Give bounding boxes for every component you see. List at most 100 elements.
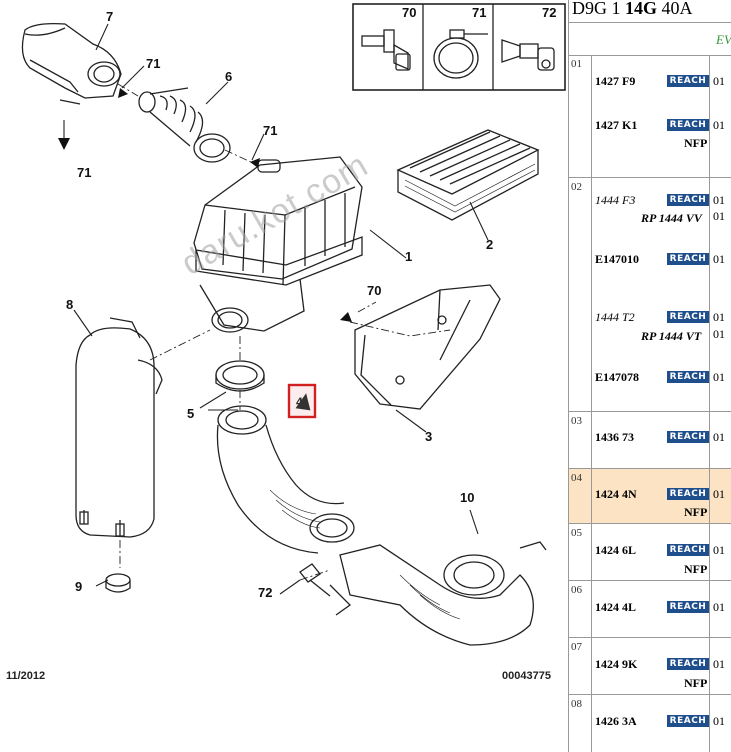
part-ref[interactable]: 1424 4N xyxy=(595,487,637,501)
row-index: 06 xyxy=(571,584,582,596)
part-qty: 01 xyxy=(713,252,725,266)
part-qty: 01 xyxy=(713,327,725,341)
inset-frame xyxy=(352,3,566,91)
part-ref[interactable]: 1427 F9 xyxy=(595,74,636,88)
part-qty: 01 xyxy=(713,657,725,671)
parts-list-panel: D9G 1 14G 40A EV 01 1427 F9 REACH 01 142… xyxy=(568,0,731,752)
part-9-grommet xyxy=(105,573,131,593)
reach-badge: REACH xyxy=(667,544,709,556)
part-5-lower-hose xyxy=(216,405,355,554)
diagram-reference: 00043775 xyxy=(502,670,551,682)
part-row-04-selected[interactable]: 04 1424 4N REACH 01 NFP xyxy=(569,469,731,524)
subheader: EV xyxy=(569,22,731,56)
part-5-seal xyxy=(215,360,265,392)
part-ref[interactable]: 1424 4L xyxy=(595,600,637,614)
part-ref[interactable]: E147010 xyxy=(595,252,640,266)
part-ref[interactable]: 1436 73 xyxy=(595,430,634,444)
part-ref[interactable]: 1424 9K xyxy=(595,657,638,671)
part-qty: 01 xyxy=(713,487,725,501)
diagram-date: 11/2012 xyxy=(6,670,46,682)
part-qty: 01 xyxy=(713,370,725,384)
callout-6[interactable]: 6 xyxy=(225,69,233,84)
part-qty: 01 xyxy=(713,600,725,614)
part-ref[interactable]: RP 1444 VV xyxy=(641,211,702,225)
part-1-filter-box xyxy=(193,156,363,333)
row-index: 03 xyxy=(571,415,582,427)
callout-10[interactable]: 10 xyxy=(460,490,475,505)
callout-5[interactable]: 5 xyxy=(187,406,195,421)
part-qty: 01 xyxy=(713,118,725,132)
part-ref[interactable]: 1444 F3 xyxy=(595,193,636,207)
callout-leaders xyxy=(63,23,489,595)
reach-badge: REACH xyxy=(667,75,709,87)
reach-badge: REACH xyxy=(667,311,709,323)
row-index: 04 xyxy=(571,472,582,484)
part-qty: 01 xyxy=(713,193,725,207)
callout-4[interactable]: 4 xyxy=(296,395,303,409)
callout-8[interactable]: 8 xyxy=(66,297,74,312)
part-8-resonator xyxy=(75,317,163,538)
part-3-bracket xyxy=(354,284,501,410)
row-index: 01 xyxy=(571,58,582,70)
row-index: 08 xyxy=(571,698,582,710)
callout-3[interactable]: 3 xyxy=(425,429,433,444)
part-row-08[interactable]: 08 1426 3A REACH 01 xyxy=(569,695,731,752)
part-6-bellows xyxy=(138,87,231,163)
nfp-note: NFP xyxy=(684,676,708,690)
callout-71-right[interactable]: 71 xyxy=(263,123,278,138)
part-2-filter-element xyxy=(396,129,540,221)
reach-badge: REACH xyxy=(667,431,709,443)
reach-badge: REACH xyxy=(667,601,709,613)
part-row-05[interactable]: 05 1424 6L REACH 01 NFP xyxy=(569,524,731,581)
callout-2[interactable]: 2 xyxy=(486,237,494,252)
callout-9[interactable]: 9 xyxy=(75,579,83,594)
part-row-02[interactable]: 02 1444 F3 REACH 01 RP 1444 VV 01 E14701… xyxy=(569,178,731,412)
part-qty: 01 xyxy=(713,310,725,324)
reach-badge: REACH xyxy=(667,371,709,383)
nfp-note: NFP xyxy=(684,136,708,150)
bolt-70-icon xyxy=(361,29,411,71)
part-row-01[interactable]: 01 1427 F9 REACH 01 1427 K1 REACH 01 NFP xyxy=(569,55,731,178)
reach-badge: REACH xyxy=(667,194,709,206)
reach-badge: REACH xyxy=(667,715,709,727)
part-ref[interactable]: 1424 6L xyxy=(595,543,637,557)
callout-70[interactable]: 70 xyxy=(367,283,382,298)
part-ref[interactable]: 1444 T2 xyxy=(595,310,635,324)
part-qty: 01 xyxy=(713,543,725,557)
part-ref[interactable]: 1427 K1 xyxy=(595,118,638,132)
model-header: D9G 1 14G 40A xyxy=(569,0,731,23)
part-qty: 01 xyxy=(713,74,725,88)
callout-7[interactable]: 7 xyxy=(106,9,114,24)
part-ref[interactable]: 1426 3A xyxy=(595,714,637,728)
exploded-diagram: 7 71 6 71 71 1 2 8 70 5 3 4 10 9 72 70 7… xyxy=(6,3,566,682)
diagram-drawing xyxy=(21,3,566,646)
part-row-07[interactable]: 07 1424 9K REACH 01 NFP xyxy=(569,638,731,695)
nfp-note: NFP xyxy=(684,562,708,576)
reach-badge: REACH xyxy=(667,119,709,131)
leader-lines xyxy=(117,83,451,581)
part-qty: 01 xyxy=(713,714,725,728)
inset-label-70[interactable]: 70 xyxy=(402,5,417,20)
callout-71-left[interactable]: 71 xyxy=(77,165,92,180)
row-index: 02 xyxy=(571,181,582,193)
subheader-label: EV xyxy=(716,32,731,47)
part-ref[interactable]: RP 1444 VT xyxy=(641,329,702,343)
part-ref[interactable]: E147078 xyxy=(595,370,640,384)
inset-label-72[interactable]: 72 xyxy=(542,5,557,20)
callout-71-top[interactable]: 71 xyxy=(146,56,161,71)
callout-1[interactable]: 1 xyxy=(405,249,413,264)
part-row-03[interactable]: 03 1436 73 REACH 01 xyxy=(569,412,731,469)
row-index: 05 xyxy=(571,527,582,539)
part-qty: 01 xyxy=(713,430,725,444)
reach-badge: REACH xyxy=(667,253,709,265)
callout-72[interactable]: 72 xyxy=(258,585,273,600)
inset-label-71[interactable]: 71 xyxy=(472,5,487,20)
callout-arrowheads xyxy=(58,88,352,322)
model-code: D9G 1 14G 40A xyxy=(572,0,693,18)
part-10-duct xyxy=(329,541,547,646)
part-row-06[interactable]: 06 1424 4L REACH 01 xyxy=(569,581,731,638)
reach-badge: REACH xyxy=(667,658,709,670)
plug-72-icon xyxy=(501,39,555,71)
clamp-71-icon xyxy=(433,29,488,79)
row-index: 07 xyxy=(571,641,582,653)
